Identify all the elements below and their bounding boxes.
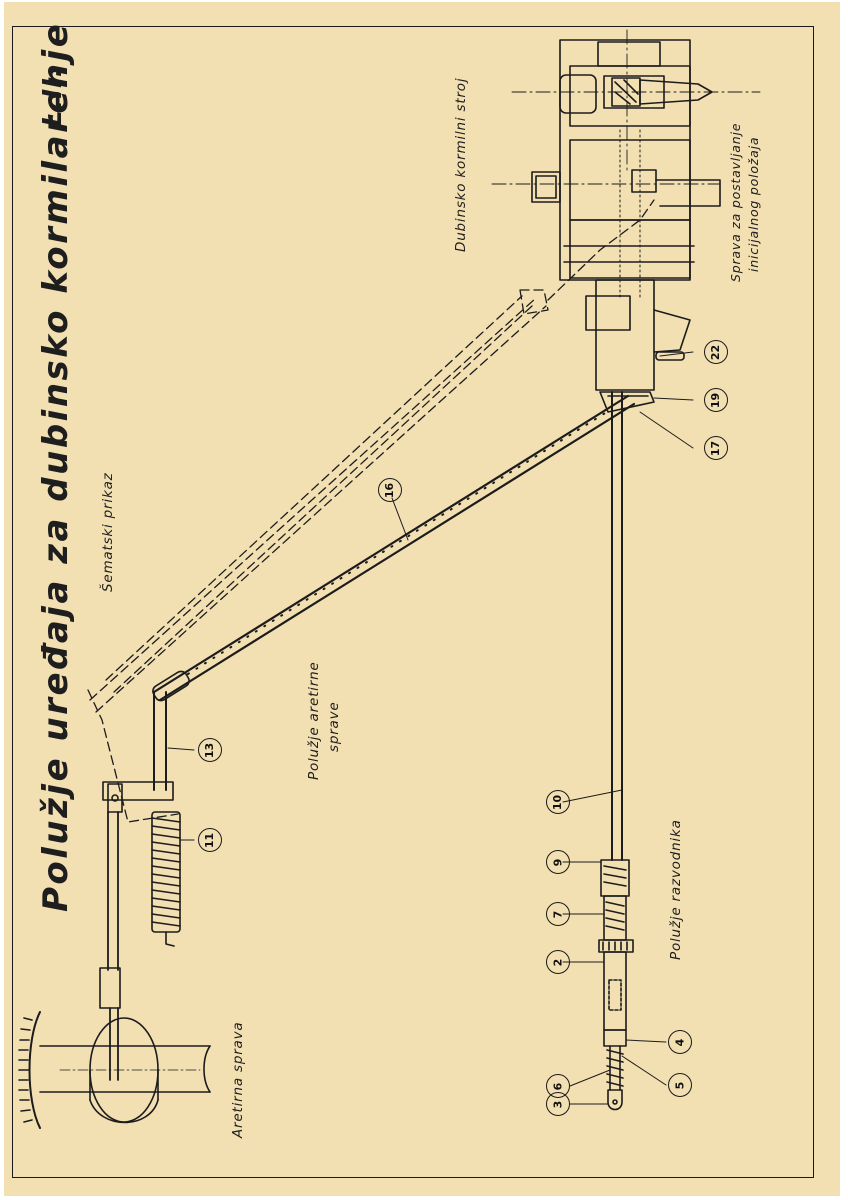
part-number-10: 10 [546, 790, 570, 814]
arresting-device [18, 967, 211, 1129]
part-number-22: 22 [704, 340, 728, 364]
distributor-levers-label: Polužje razvodnika [668, 819, 684, 960]
initial-device-label-line2: inicijalnog položaja [746, 136, 761, 272]
machine-label: Dubinsko kormilni stroj [453, 77, 469, 252]
arresting-levers-label-line1: Polužje aretirne [306, 661, 322, 780]
part-number-5: 5 [668, 1073, 692, 1097]
part-number-19: 19 [704, 388, 728, 412]
part-number-11: 11 [198, 828, 222, 852]
drawing-frame [12, 26, 814, 1178]
part-number-2: 2 [546, 950, 570, 974]
arresting-levers-label-line2: sprave [326, 701, 342, 752]
part-number-16: 16 [378, 478, 402, 502]
paper-sheet [4, 2, 840, 1196]
initial-device-label-line1: Sprava za postavljanje [728, 122, 743, 282]
spring-11 [151, 811, 181, 947]
distributor-rod-assembly [598, 859, 634, 1111]
drawing-code: L.II. [38, 66, 68, 127]
subtitle-label: Šematski prikaz [100, 472, 116, 592]
part-number-9: 9 [546, 850, 570, 874]
part-number-17: 17 [704, 436, 728, 460]
arresting-device-label: Aretirna sprava [230, 1021, 246, 1139]
part-number-7: 7 [546, 902, 570, 926]
drawing-title: Polužje uređaja za dubinsko kormilarenje [36, 21, 76, 912]
part-number-13: 13 [198, 738, 222, 762]
steering-machine [531, 39, 721, 391]
part-number-3: 3 [546, 1092, 570, 1116]
part-number-4: 4 [668, 1030, 692, 1054]
